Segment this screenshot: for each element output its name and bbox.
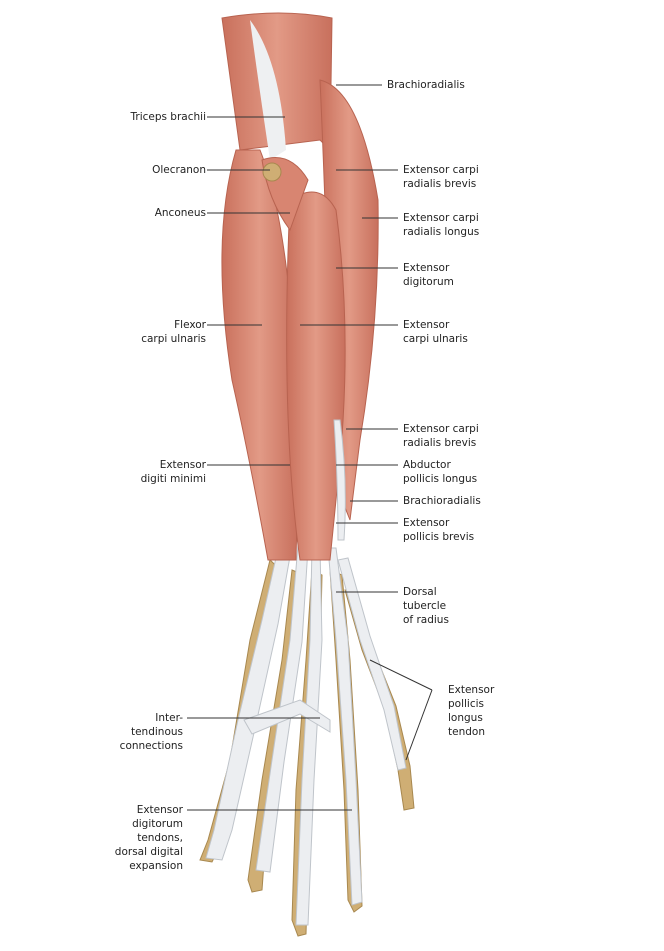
- label-flexor-carpi-ulnaris: Flexor carpi ulnaris: [141, 319, 206, 345]
- forearm-muscles: [221, 12, 379, 561]
- label-extensor-carpi-ulnaris: Extensor carpi ulnaris: [403, 319, 468, 345]
- label-ecrb-top: Extensor carpi radialis brevis: [403, 164, 479, 190]
- label-abductor-pollicis-longus: Abductor pollicis longus: [403, 459, 478, 485]
- label-intertendinous-connections: Inter- tendinous connections: [119, 712, 183, 752]
- label-extensor-digiti-minimi: Extensor digiti minimi: [140, 459, 206, 485]
- label-extensor-digitorum-tendons: Extensor digitorum tendons, dorsal digit…: [114, 804, 183, 872]
- leader-lines: [187, 84, 433, 811]
- label-ecrl: Extensor carpi radialis longus: [403, 212, 480, 238]
- label-anconeus: Anconeus: [154, 207, 206, 219]
- label-extensor-digitorum: Extensor digitorum: [403, 262, 454, 288]
- label-extensor-pollicis-longus: Extensor pollicis longus tendon: [448, 684, 495, 738]
- label-olecranon: Olecranon: [152, 164, 206, 176]
- label-brachioradialis-top: Brachioradialis: [387, 79, 465, 91]
- label-triceps-brachii: Triceps brachii: [130, 111, 207, 123]
- label-ecrb-bottom: Extensor carpi radialis brevis: [403, 423, 479, 449]
- tendons: [205, 539, 407, 926]
- label-dorsal-tubercle: Dorsal tubercle of radius: [403, 586, 449, 626]
- label-extensor-pollicis-brevis: Extensor pollicis brevis: [403, 517, 475, 543]
- label-brachioradialis-bottom: Brachioradialis: [403, 495, 481, 507]
